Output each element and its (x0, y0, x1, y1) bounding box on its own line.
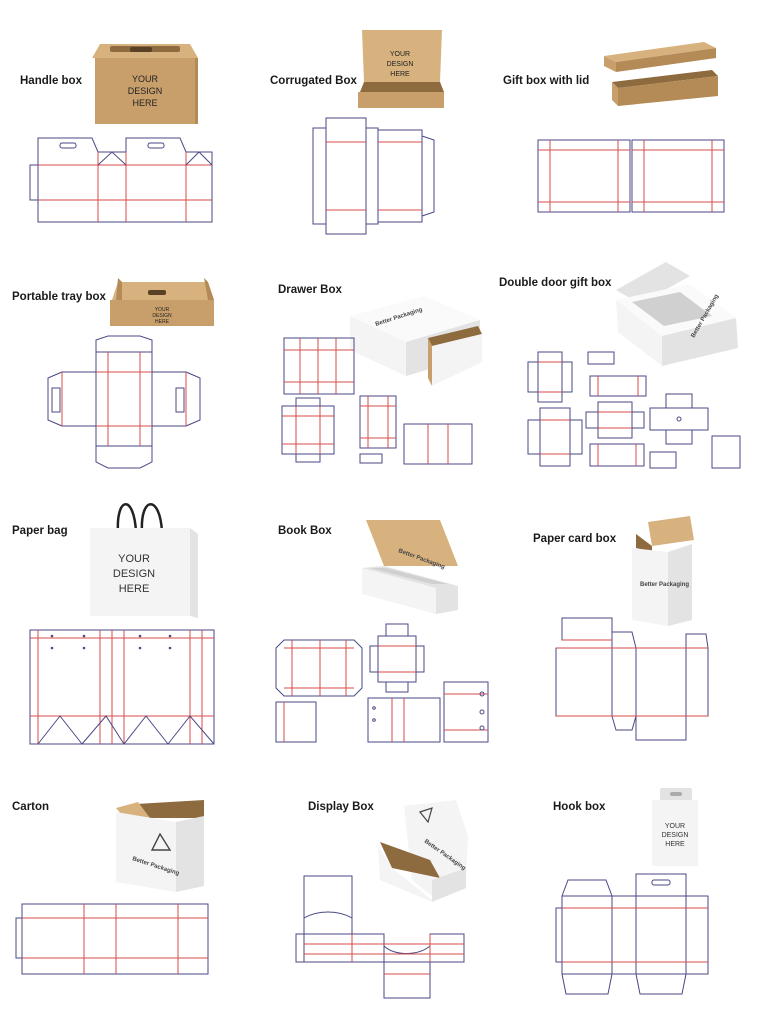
portable-tray-design: DESIGN (152, 313, 172, 319)
corrugated-box-dieline (312, 117, 435, 235)
corrugated-box-mockup: YOUR DESIGN HERE (358, 30, 444, 108)
carton-mockup: Better Packaging (116, 800, 204, 892)
paper-card-brand: Better Packaging (640, 582, 689, 588)
hook-box-item: Hook box YOUR DESIGN HERE (553, 788, 709, 995)
portable-tray-box-label: Portable tray box (12, 291, 107, 303)
portable-tray-box-dieline (47, 335, 201, 469)
handle-box-dieline (29, 137, 213, 223)
handle-box-mockup: YOUR DESIGN HERE (92, 44, 198, 124)
paper-bag-your: YOUR (118, 553, 150, 565)
handle-box-your: YOUR (132, 74, 159, 84)
drawer-box-mockup: Better Packaging (350, 296, 482, 386)
book-box-dieline (275, 623, 489, 743)
paper-bag-mockup: YOUR DESIGN HERE (90, 503, 198, 618)
book-box-label: Book Box (278, 525, 332, 537)
corrugated-box-here: HERE (390, 71, 410, 78)
paper-bag-label: Paper bag (12, 525, 68, 537)
hook-box-dieline (555, 873, 709, 995)
corrugated-box-item: Corrugated Box YOUR DESIGN HERE (270, 30, 444, 235)
hook-box-here: HERE (665, 841, 685, 848)
paper-bag-here: HERE (119, 583, 150, 595)
paper-bag-item: Paper bag YOUR DESIGN HERE (12, 503, 215, 745)
handle-box-here: HERE (132, 98, 157, 108)
hook-box-label: Hook box (553, 801, 606, 813)
paper-bag-dieline (29, 629, 215, 745)
gift-box-lid-label: Gift box with lid (503, 75, 589, 87)
display-box-label: Display Box (308, 801, 374, 813)
display-box-dieline (295, 875, 465, 999)
handle-box-design: DESIGN (128, 86, 163, 96)
gift-box-lid-dieline (537, 139, 725, 213)
carton-label: Carton (12, 801, 49, 813)
hook-box-mockup: YOUR DESIGN HERE (652, 788, 698, 866)
corrugated-box-your: YOUR (390, 51, 410, 58)
portable-tray-here: HERE (155, 319, 170, 325)
drawer-box-dieline (281, 337, 473, 465)
gift-box-lid-item: Gift box with lid (503, 42, 725, 213)
corrugated-box-label: Corrugated Box (270, 75, 358, 87)
portable-tray-your: YOUR (155, 307, 170, 313)
gift-box-lid-mockup (604, 42, 718, 106)
hook-box-your: YOUR (665, 823, 685, 830)
paper-card-box-item: Paper card box Better Packaging (533, 516, 709, 741)
double-door-gift-box-item: Double door gift box Better Packaging (499, 262, 741, 469)
carton-dieline (15, 903, 209, 975)
paper-card-box-label: Paper card box (533, 533, 617, 545)
portable-tray-box-item: Portable tray box YOUR DESIGN HERE (12, 278, 214, 469)
paper-card-box-mockup: Better Packaging (632, 516, 694, 626)
hook-box-design: DESIGN (662, 832, 689, 839)
paper-bag-design: DESIGN (113, 568, 155, 580)
carton-item: Carton Better Packaging (12, 800, 209, 975)
double-door-gift-box-label: Double door gift box (499, 277, 612, 289)
book-box-item: Book Box Better Packaging (275, 520, 489, 743)
paper-card-box-dieline (555, 617, 709, 741)
double-door-gift-box-mockup: Better Packaging (616, 262, 738, 366)
portable-tray-box-mockup: YOUR DESIGN HERE (110, 278, 214, 326)
display-box-mockup: Better Packaging (378, 800, 468, 902)
handle-box-item: Handle box YOUR DESIGN HERE (20, 44, 213, 223)
book-box-mockup: Better Packaging (362, 520, 458, 614)
display-box-item: Display Box Better Packaging (295, 800, 468, 999)
drawer-box-label: Drawer Box (278, 284, 343, 296)
corrugated-box-design: DESIGN (387, 61, 414, 68)
double-door-gift-box-dieline (527, 351, 741, 469)
drawer-box-item: Drawer Box Better Packaging (278, 284, 482, 465)
handle-box-label: Handle box (20, 75, 83, 87)
